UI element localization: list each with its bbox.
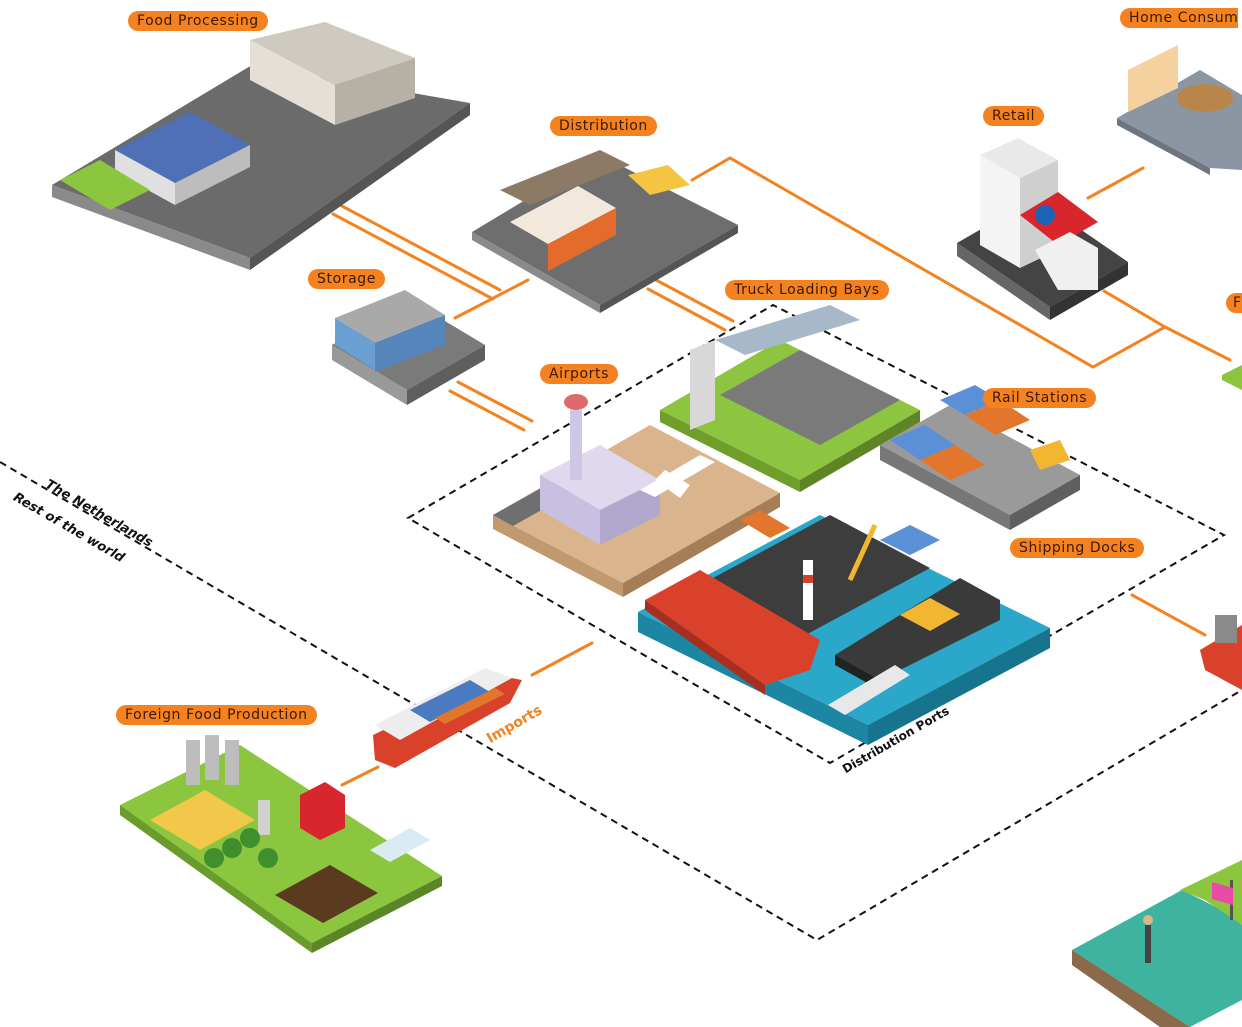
home-consumption-illustration xyxy=(1117,45,1242,175)
truck-loading-bays-illustration xyxy=(660,305,920,492)
shipping-docks-illustration xyxy=(638,510,1050,745)
cargo-ship-illustration xyxy=(373,668,522,768)
boundary-lines xyxy=(0,303,1242,942)
connector-distribution-retail xyxy=(690,156,1232,369)
label-foreign-food-production: Foreign Food Production xyxy=(116,705,317,725)
connector-retail-consumption xyxy=(1086,166,1145,200)
label-truck-loading-bays: Truck Loading Bays xyxy=(725,280,889,300)
connector-retail-right xyxy=(1102,289,1167,329)
connector-farm-ship xyxy=(340,765,380,787)
label-storage: Storage xyxy=(308,269,385,289)
label-home-consumption: Home Consum xyxy=(1120,8,1239,28)
rail-station-illustration xyxy=(880,385,1080,530)
food-processing-illustration xyxy=(52,22,470,270)
airport-illustration xyxy=(493,394,780,597)
storage-illustration xyxy=(332,290,485,405)
distribution-illustration xyxy=(472,150,738,313)
field-scene-illustration xyxy=(1072,860,1242,1027)
label-rail-stations: Rail Stations xyxy=(983,388,1097,408)
connector-docks-right xyxy=(1130,593,1207,637)
netherlands-border xyxy=(0,461,1242,942)
connector-storage-distribution xyxy=(453,278,530,320)
right-edge-partial-scenes xyxy=(1200,365,1242,690)
label-airports: Airports xyxy=(540,364,619,384)
connector-distribution-trucks-a xyxy=(654,278,735,323)
connector-storage-airport-b xyxy=(448,389,526,432)
connector-distribution-trucks-b xyxy=(646,287,727,332)
distribution-ports-boundary xyxy=(406,303,1227,765)
connector-imports-ports xyxy=(530,641,594,677)
connector-storage-airport-a xyxy=(456,380,534,423)
connector-lines xyxy=(331,156,1232,787)
retail-illustration xyxy=(957,138,1128,320)
connector-processing-storage-a xyxy=(338,203,502,292)
foreign-food-production-illustration xyxy=(120,735,442,953)
label-food-processing: Food Processing xyxy=(128,11,268,31)
connector-processing-storage-b xyxy=(331,212,495,301)
label-right-edge-partial: F xyxy=(1226,293,1242,313)
label-distribution: Distribution xyxy=(550,116,657,136)
label-shipping-docks: Shipping Docks xyxy=(1010,538,1145,558)
label-retail: Retail xyxy=(983,106,1045,126)
